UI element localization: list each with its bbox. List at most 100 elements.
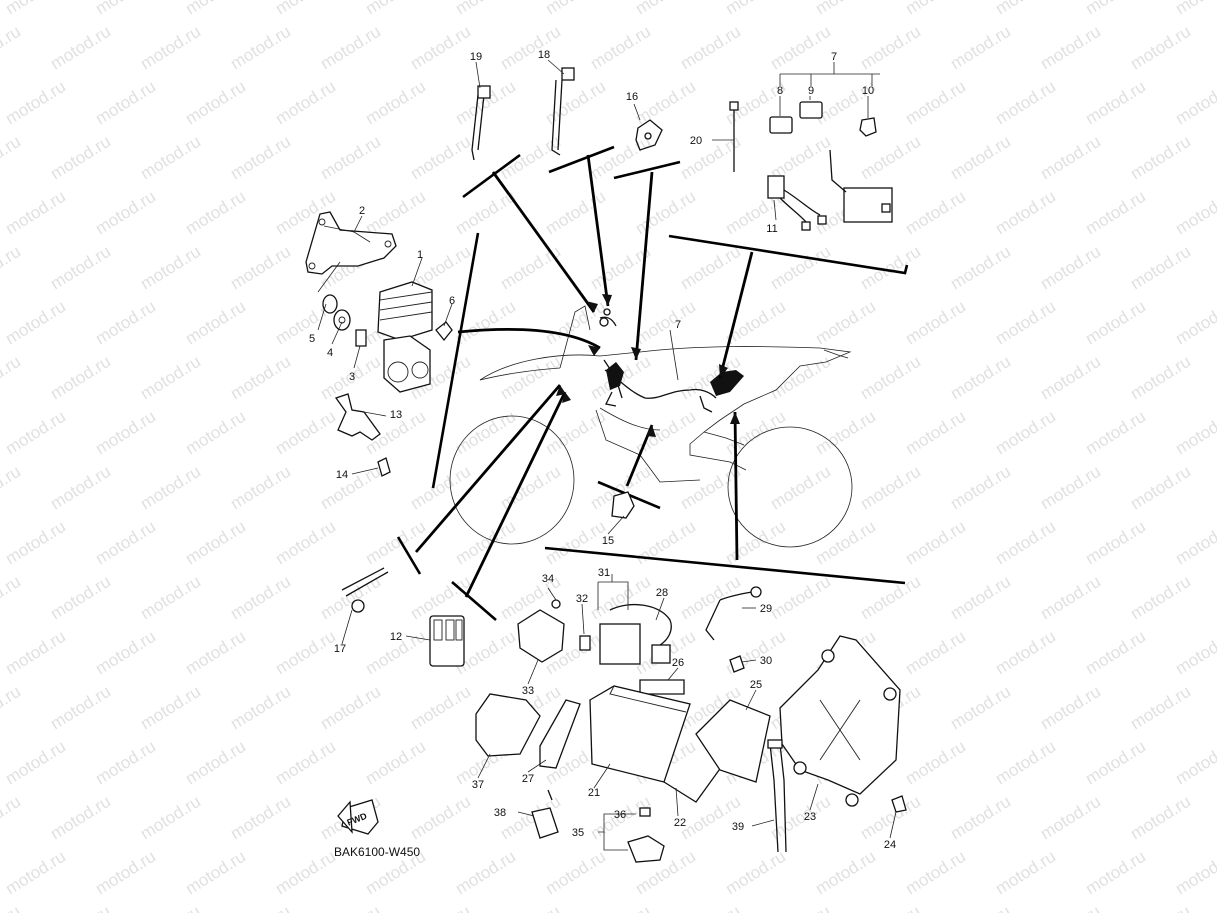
watermark-text: motod.ru bbox=[1082, 517, 1149, 569]
watermark-text: motod.ru bbox=[47, 242, 114, 294]
part-label-16: 16 bbox=[626, 91, 638, 103]
watermark-text: motod.ru bbox=[1037, 22, 1104, 74]
watermark-text: motod.ru bbox=[227, 902, 294, 913]
watermark-text: motod.ru bbox=[0, 22, 24, 74]
watermark-text: motod.ru bbox=[1037, 682, 1104, 734]
watermark-text: motod.ru bbox=[497, 902, 564, 913]
watermark-text: motod.ru bbox=[1127, 132, 1194, 184]
watermark-text: motod.ru bbox=[92, 847, 159, 899]
watermark-text: motod.ru bbox=[1172, 517, 1217, 569]
watermark-text: motod.ru bbox=[137, 792, 204, 844]
watermark-text: motod.ru bbox=[902, 77, 969, 129]
watermark-text: motod.ru bbox=[47, 682, 114, 734]
part-label-10: 10 bbox=[862, 85, 874, 97]
part-label-5: 5 bbox=[309, 333, 315, 345]
watermark-text: motod.ru bbox=[0, 572, 24, 624]
watermark-text: motod.ru bbox=[452, 0, 519, 18]
watermark-text: motod.ru bbox=[227, 792, 294, 844]
watermark-text: motod.ru bbox=[452, 517, 519, 569]
watermark-text: motod.ru bbox=[857, 22, 924, 74]
watermark-text: motod.ru bbox=[947, 572, 1014, 624]
watermark-text: motod.ru bbox=[137, 242, 204, 294]
part-label-33: 33 bbox=[522, 685, 534, 697]
watermark-text: motod.ru bbox=[542, 297, 609, 349]
watermark-text: motod.ru bbox=[767, 572, 834, 624]
watermark-text: motod.ru bbox=[1127, 352, 1194, 404]
part-label-19: 19 bbox=[470, 51, 482, 63]
watermark-text: motod.ru bbox=[407, 682, 474, 734]
watermark-text: motod.ru bbox=[587, 572, 654, 624]
part-label-34: 34 bbox=[542, 573, 554, 585]
watermark-text: motod.ru bbox=[47, 902, 114, 913]
watermark-text: motod.ru bbox=[182, 297, 249, 349]
watermark-text: motod.ru bbox=[1172, 297, 1217, 349]
part-label-39: 39 bbox=[732, 821, 744, 833]
watermark-text: motod.ru bbox=[542, 407, 609, 459]
watermark-text: motod.ru bbox=[992, 187, 1059, 239]
watermark-text: motod.ru bbox=[137, 352, 204, 404]
watermark-text: motod.ru bbox=[182, 627, 249, 679]
watermark-text: motod.ru bbox=[542, 517, 609, 569]
watermark-text: motod.ru bbox=[452, 847, 519, 899]
watermark-text: motod.ru bbox=[947, 902, 1014, 913]
watermark-text: motod.ru bbox=[1172, 737, 1217, 789]
part-label-15: 15 bbox=[602, 535, 614, 547]
watermark-text: motod.ru bbox=[407, 902, 474, 913]
watermark-text: motod.ru bbox=[2, 627, 69, 679]
watermark-text: motod.ru bbox=[47, 572, 114, 624]
watermark-text: motod.ru bbox=[1127, 682, 1194, 734]
watermark-text: motod.ru bbox=[47, 792, 114, 844]
part-label-38: 38 bbox=[494, 807, 506, 819]
watermark-text: motod.ru bbox=[857, 132, 924, 184]
watermark-text: motod.ru bbox=[2, 77, 69, 129]
watermark-text: motod.ru bbox=[722, 297, 789, 349]
part-label-29: 29 bbox=[760, 603, 772, 615]
watermark-text: motod.ru bbox=[317, 22, 384, 74]
watermark-text: motod.ru bbox=[812, 0, 879, 18]
part-label-27: 27 bbox=[522, 773, 534, 785]
part-label-13: 13 bbox=[390, 409, 402, 421]
watermark-text: motod.ru bbox=[47, 352, 114, 404]
part-label-37: 37 bbox=[472, 779, 484, 791]
watermark-text: motod.ru bbox=[1037, 792, 1104, 844]
watermark-text: motod.ru bbox=[2, 297, 69, 349]
watermark-text: motod.ru bbox=[182, 77, 249, 129]
watermark-text: motod.ru bbox=[1082, 737, 1149, 789]
watermark-text: motod.ru bbox=[407, 22, 474, 74]
watermark-text: motod.ru bbox=[317, 682, 384, 734]
watermark-text: motod.ru bbox=[677, 792, 744, 844]
part-label-11: 11 bbox=[766, 223, 777, 235]
watermark-text: motod.ru bbox=[92, 407, 159, 459]
watermark-text: motod.ru bbox=[1037, 462, 1104, 514]
watermark-text: motod.ru bbox=[1037, 572, 1104, 624]
watermark-text: motod.ru bbox=[632, 0, 699, 18]
watermark-text: motod.ru bbox=[272, 77, 339, 129]
watermark-text: motod.ru bbox=[2, 517, 69, 569]
watermark-text: motod.ru bbox=[182, 847, 249, 899]
watermark-text: motod.ru bbox=[542, 847, 609, 899]
watermark-text: motod.ru bbox=[137, 132, 204, 184]
part-drawings bbox=[305, 67, 907, 863]
watermark-text: motod.ru bbox=[947, 352, 1014, 404]
watermark-text: motod.ru bbox=[857, 352, 924, 404]
watermark-text: motod.ru bbox=[857, 902, 924, 913]
watermark-text: motod.ru bbox=[1082, 847, 1149, 899]
watermark-text: motod.ru bbox=[992, 0, 1059, 18]
watermark-text: motod.ru bbox=[227, 132, 294, 184]
watermark-text: motod.ru bbox=[902, 737, 969, 789]
part-label-25: 25 bbox=[750, 679, 762, 691]
watermark-text: motod.ru bbox=[1082, 0, 1149, 18]
watermark-text: motod.ru bbox=[767, 462, 834, 514]
watermark-text: motod.ru bbox=[92, 77, 159, 129]
watermark-text: motod.ru bbox=[2, 407, 69, 459]
part-label-18: 18 bbox=[538, 49, 550, 61]
watermark-text: motod.ru bbox=[1172, 847, 1217, 899]
diagram-code: BAK6100-W450 bbox=[334, 845, 420, 859]
watermark-text: motod.ru bbox=[1127, 242, 1194, 294]
watermark-text: motod.ru bbox=[812, 407, 879, 459]
part-label-1: 1 bbox=[417, 249, 423, 261]
watermark-text: motod.ru bbox=[722, 0, 789, 18]
watermark-text: motod.ru bbox=[182, 0, 249, 18]
watermark-text: motod.ru bbox=[1082, 187, 1149, 239]
part-label-23: 23 bbox=[804, 811, 816, 823]
